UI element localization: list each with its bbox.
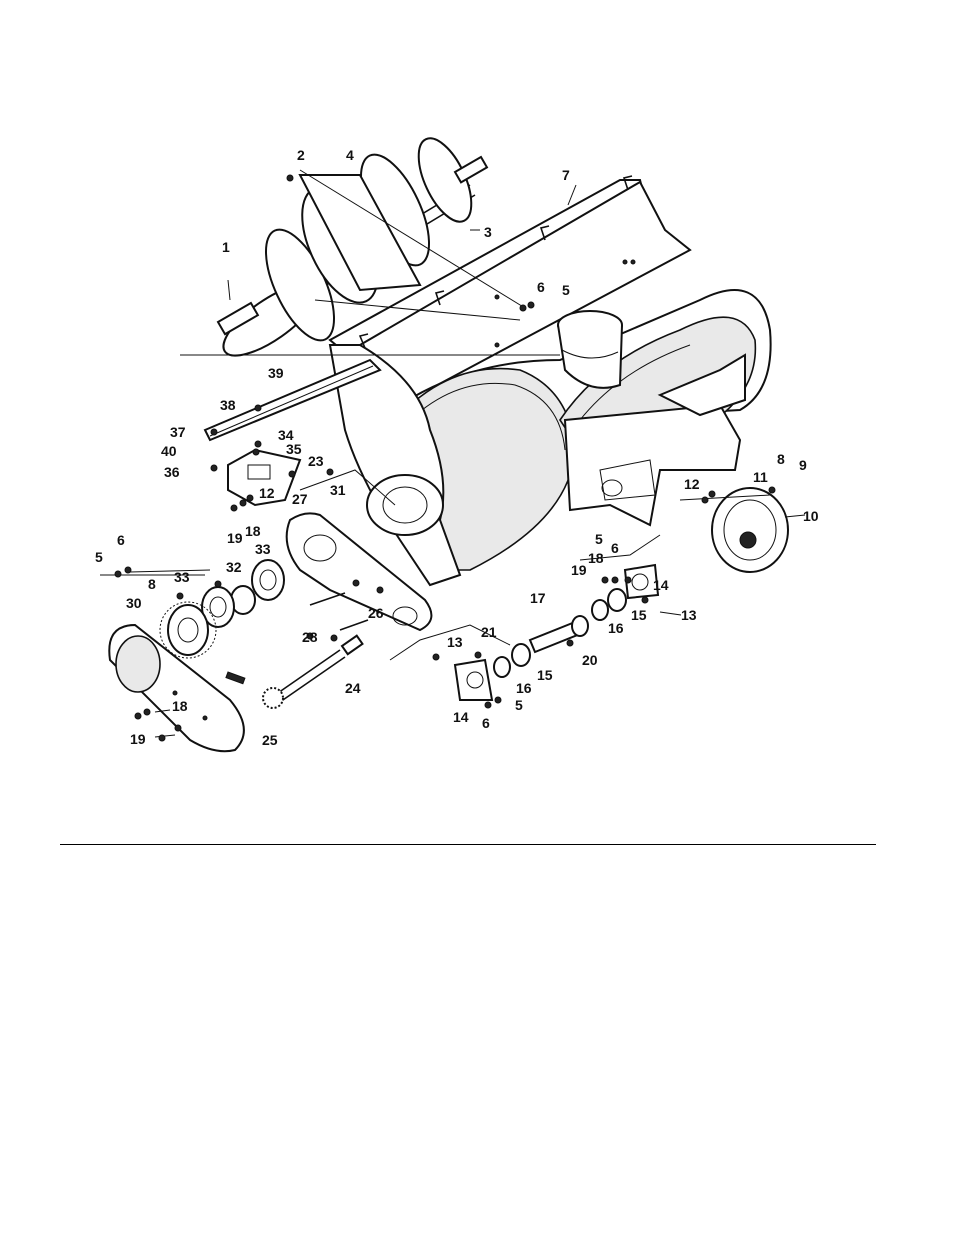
callout-25: 25 (262, 732, 278, 748)
pulley (712, 488, 788, 572)
callout-31: 31 (330, 482, 346, 498)
callout-14: 14 (453, 709, 469, 725)
callout-18: 18 (245, 523, 261, 539)
callout-18: 18 (588, 550, 604, 566)
callout-40: 40 (161, 443, 177, 459)
callout-5: 5 (595, 531, 603, 547)
callout-6: 6 (537, 279, 545, 295)
callout-8: 8 (777, 451, 785, 467)
callout-37: 37 (170, 424, 186, 440)
callout-20: 20 (582, 652, 598, 668)
callout-16: 16 (516, 680, 532, 696)
callout-14: 14 (653, 577, 669, 593)
callout-19: 19 (130, 731, 146, 747)
callout-12: 12 (684, 476, 700, 492)
callout-35: 35 (286, 441, 302, 457)
callout-33: 33 (255, 541, 271, 557)
callout-16: 16 (608, 620, 624, 636)
callout-33: 33 (174, 569, 190, 585)
callout-19: 19 (227, 530, 243, 546)
exploded-parts-diagram: 1 2 4 3 7 6 5 39 38 37 40 34 35 36 23 31… (0, 0, 954, 780)
callout-15: 15 (537, 667, 553, 683)
callout-39: 39 (268, 365, 284, 381)
callout-7: 7 (562, 167, 570, 183)
callout-13: 13 (681, 607, 697, 623)
callout-12: 12 (259, 485, 275, 501)
callout-19: 19 (571, 562, 587, 578)
callout-32: 32 (226, 559, 242, 575)
callout-11: 11 (753, 469, 768, 485)
callout-26: 26 (368, 605, 384, 621)
callout-3: 3 (484, 224, 492, 240)
callout-21: 21 (481, 624, 497, 640)
jack-shaft (226, 636, 363, 708)
callout-5: 5 (515, 697, 523, 713)
callout-8: 8 (148, 576, 156, 592)
callout-38: 38 (220, 397, 236, 413)
callout-28: 28 (302, 629, 318, 645)
callout-2: 2 (297, 147, 305, 163)
callout-6: 6 (611, 540, 619, 556)
callout-36: 36 (164, 464, 180, 480)
callout-6: 6 (117, 532, 125, 548)
callout-24: 24 (345, 680, 361, 696)
callout-5: 5 (562, 282, 570, 298)
callout-30: 30 (126, 595, 142, 611)
callout-18: 18 (172, 698, 188, 714)
callout-4: 4 (346, 147, 354, 163)
callout-15: 15 (631, 607, 647, 623)
callout-5: 5 (95, 549, 103, 565)
callout-1: 1 (222, 239, 230, 255)
callout-17: 17 (530, 590, 546, 606)
callout-13: 13 (447, 634, 463, 650)
callout-10: 10 (803, 508, 819, 524)
horizontal-rule (60, 844, 876, 845)
callout-27: 27 (292, 491, 308, 507)
callout-6: 6 (482, 715, 490, 731)
callout-23: 23 (308, 453, 324, 469)
callout-9: 9 (799, 457, 807, 473)
